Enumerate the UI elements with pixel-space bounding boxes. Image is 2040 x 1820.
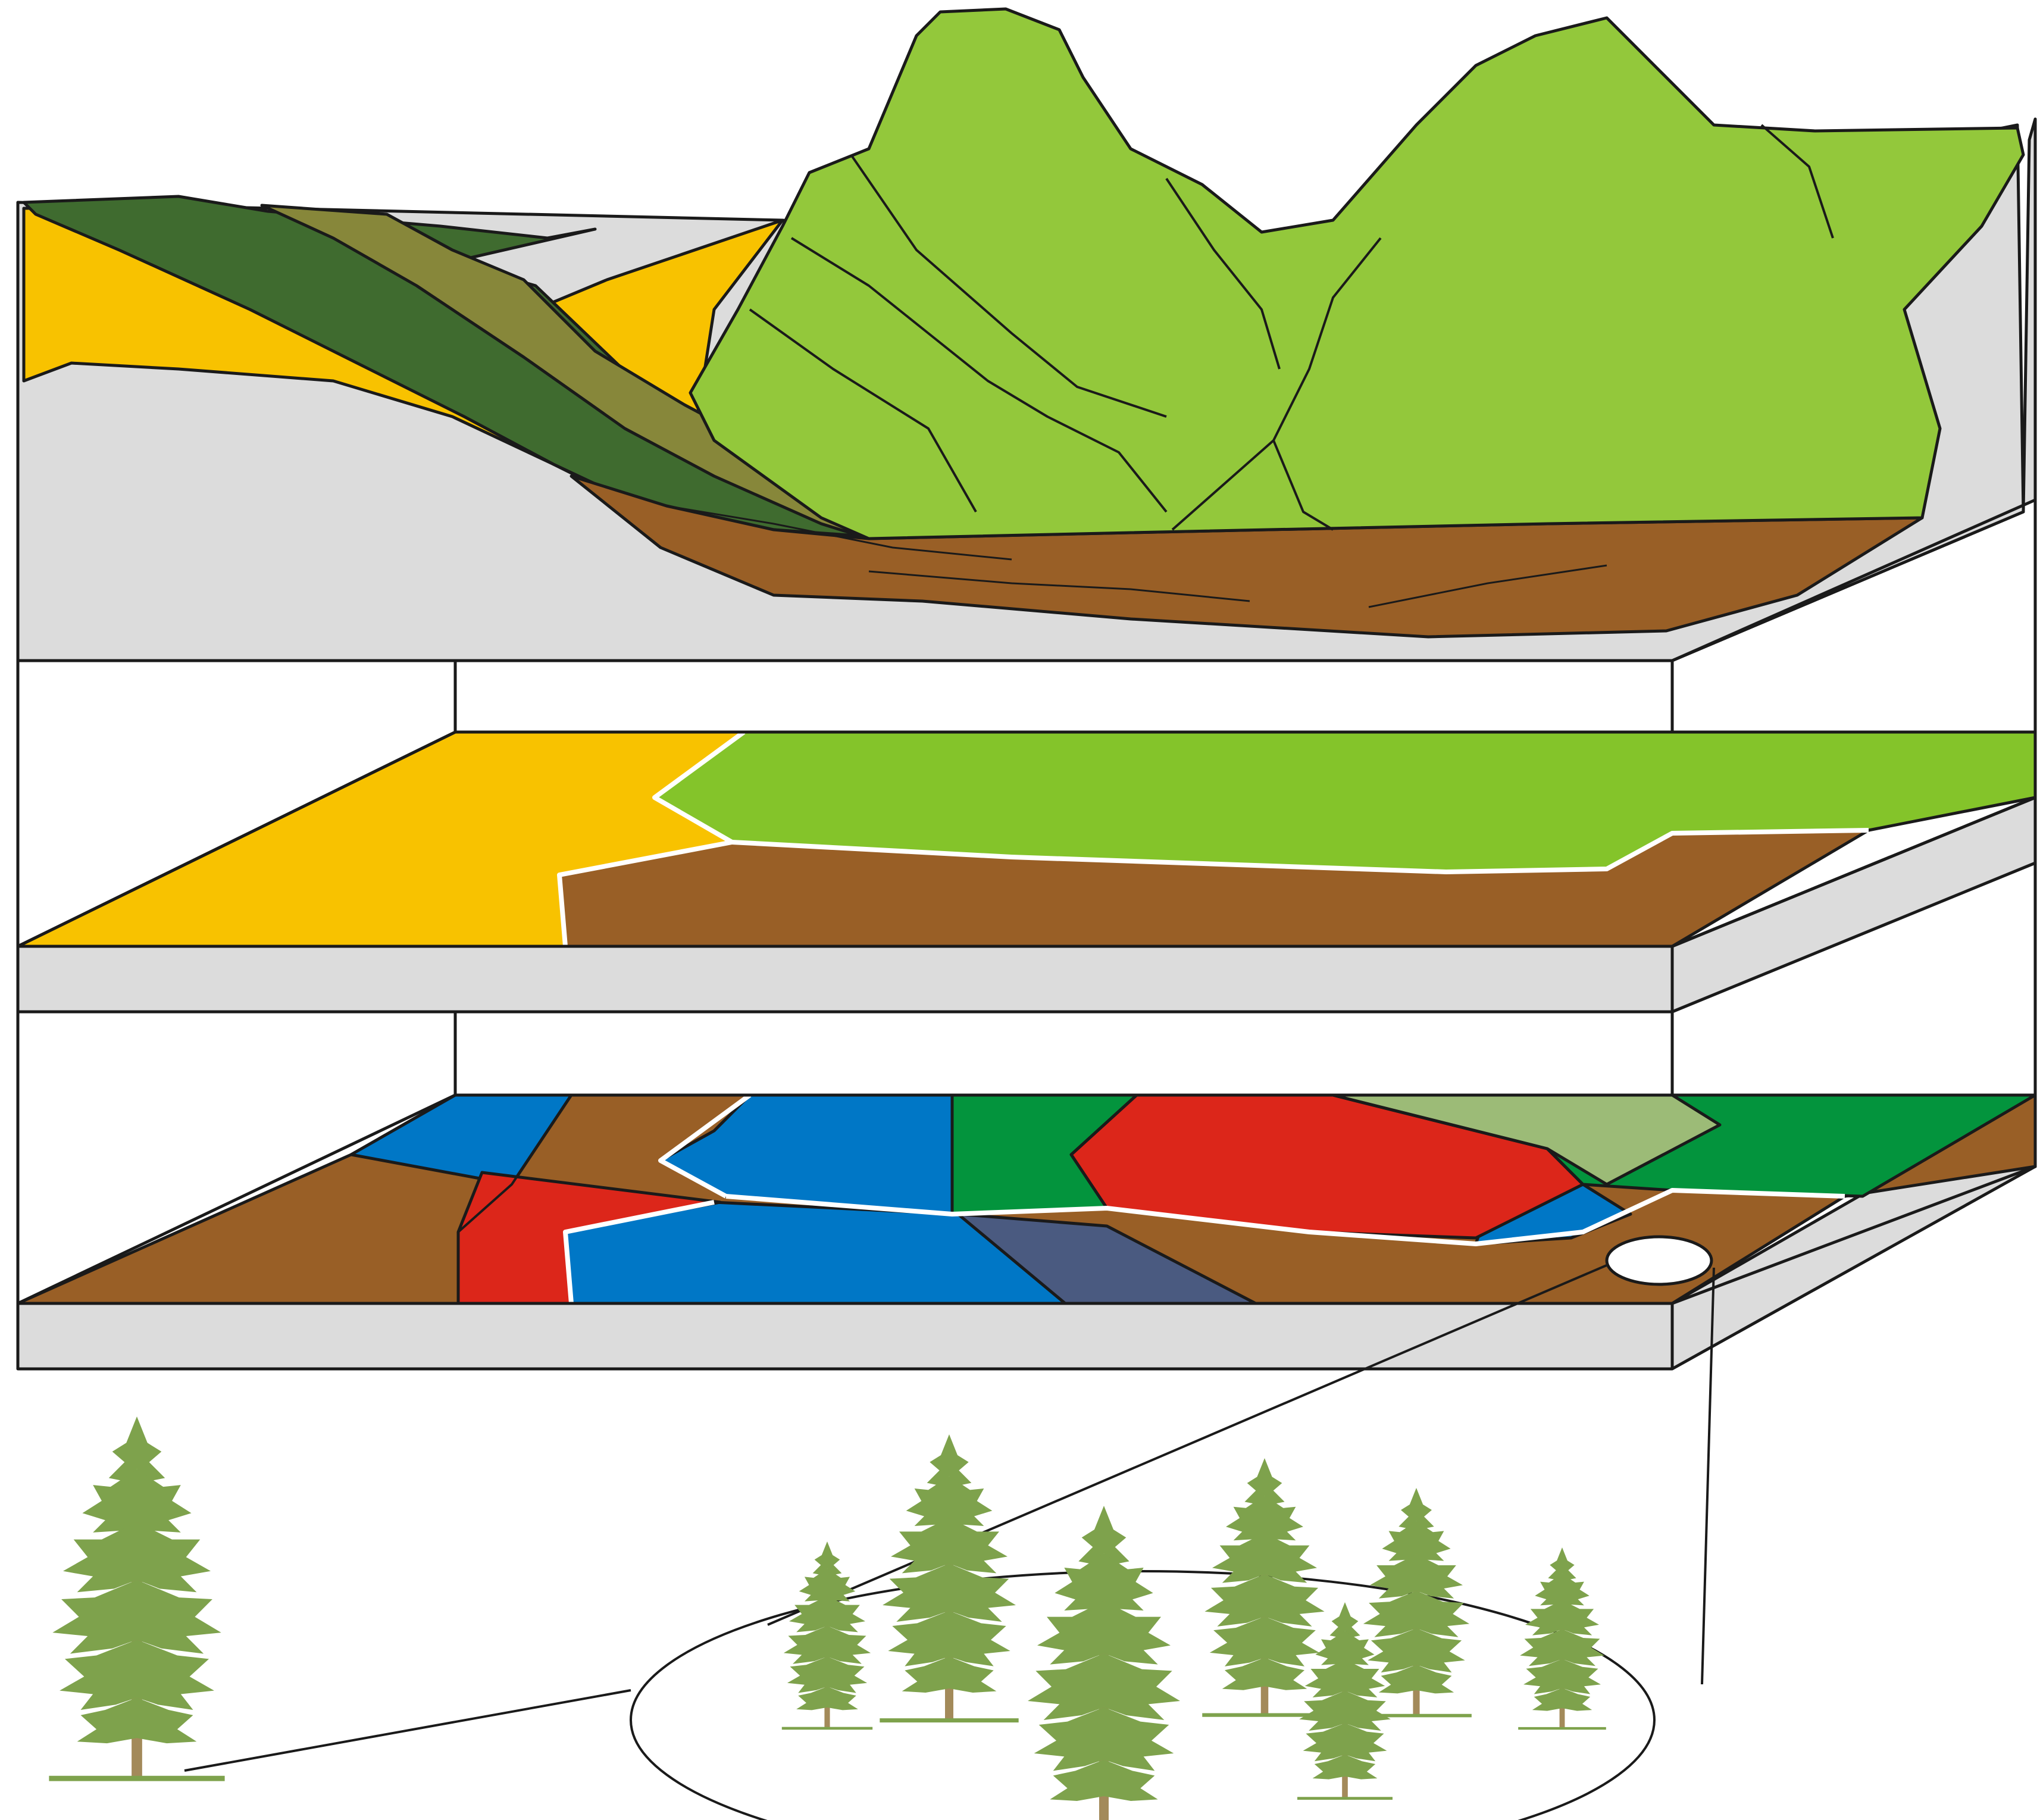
stand-tree-icon [782,1541,872,1728]
sample-plot-marker [1605,1235,1713,1286]
zoom-connector [184,1264,1715,1820]
trees [49,1416,1606,1820]
stand-tree-icon [1202,1458,1327,1715]
single-tree-icon [49,1416,224,1778]
stand-plot-ellipse [630,1570,1656,1820]
brown-valley-soil [570,474,1924,639]
green-mountains [689,7,2025,540]
stand-tree-icon [1025,1506,1184,1820]
terrain-relief-layer [16,7,2037,662]
top-slab-right-side [1670,117,2037,662]
detailed-patches-layer [16,863,2037,1371]
stand-tree-icon [1518,1547,1606,1728]
